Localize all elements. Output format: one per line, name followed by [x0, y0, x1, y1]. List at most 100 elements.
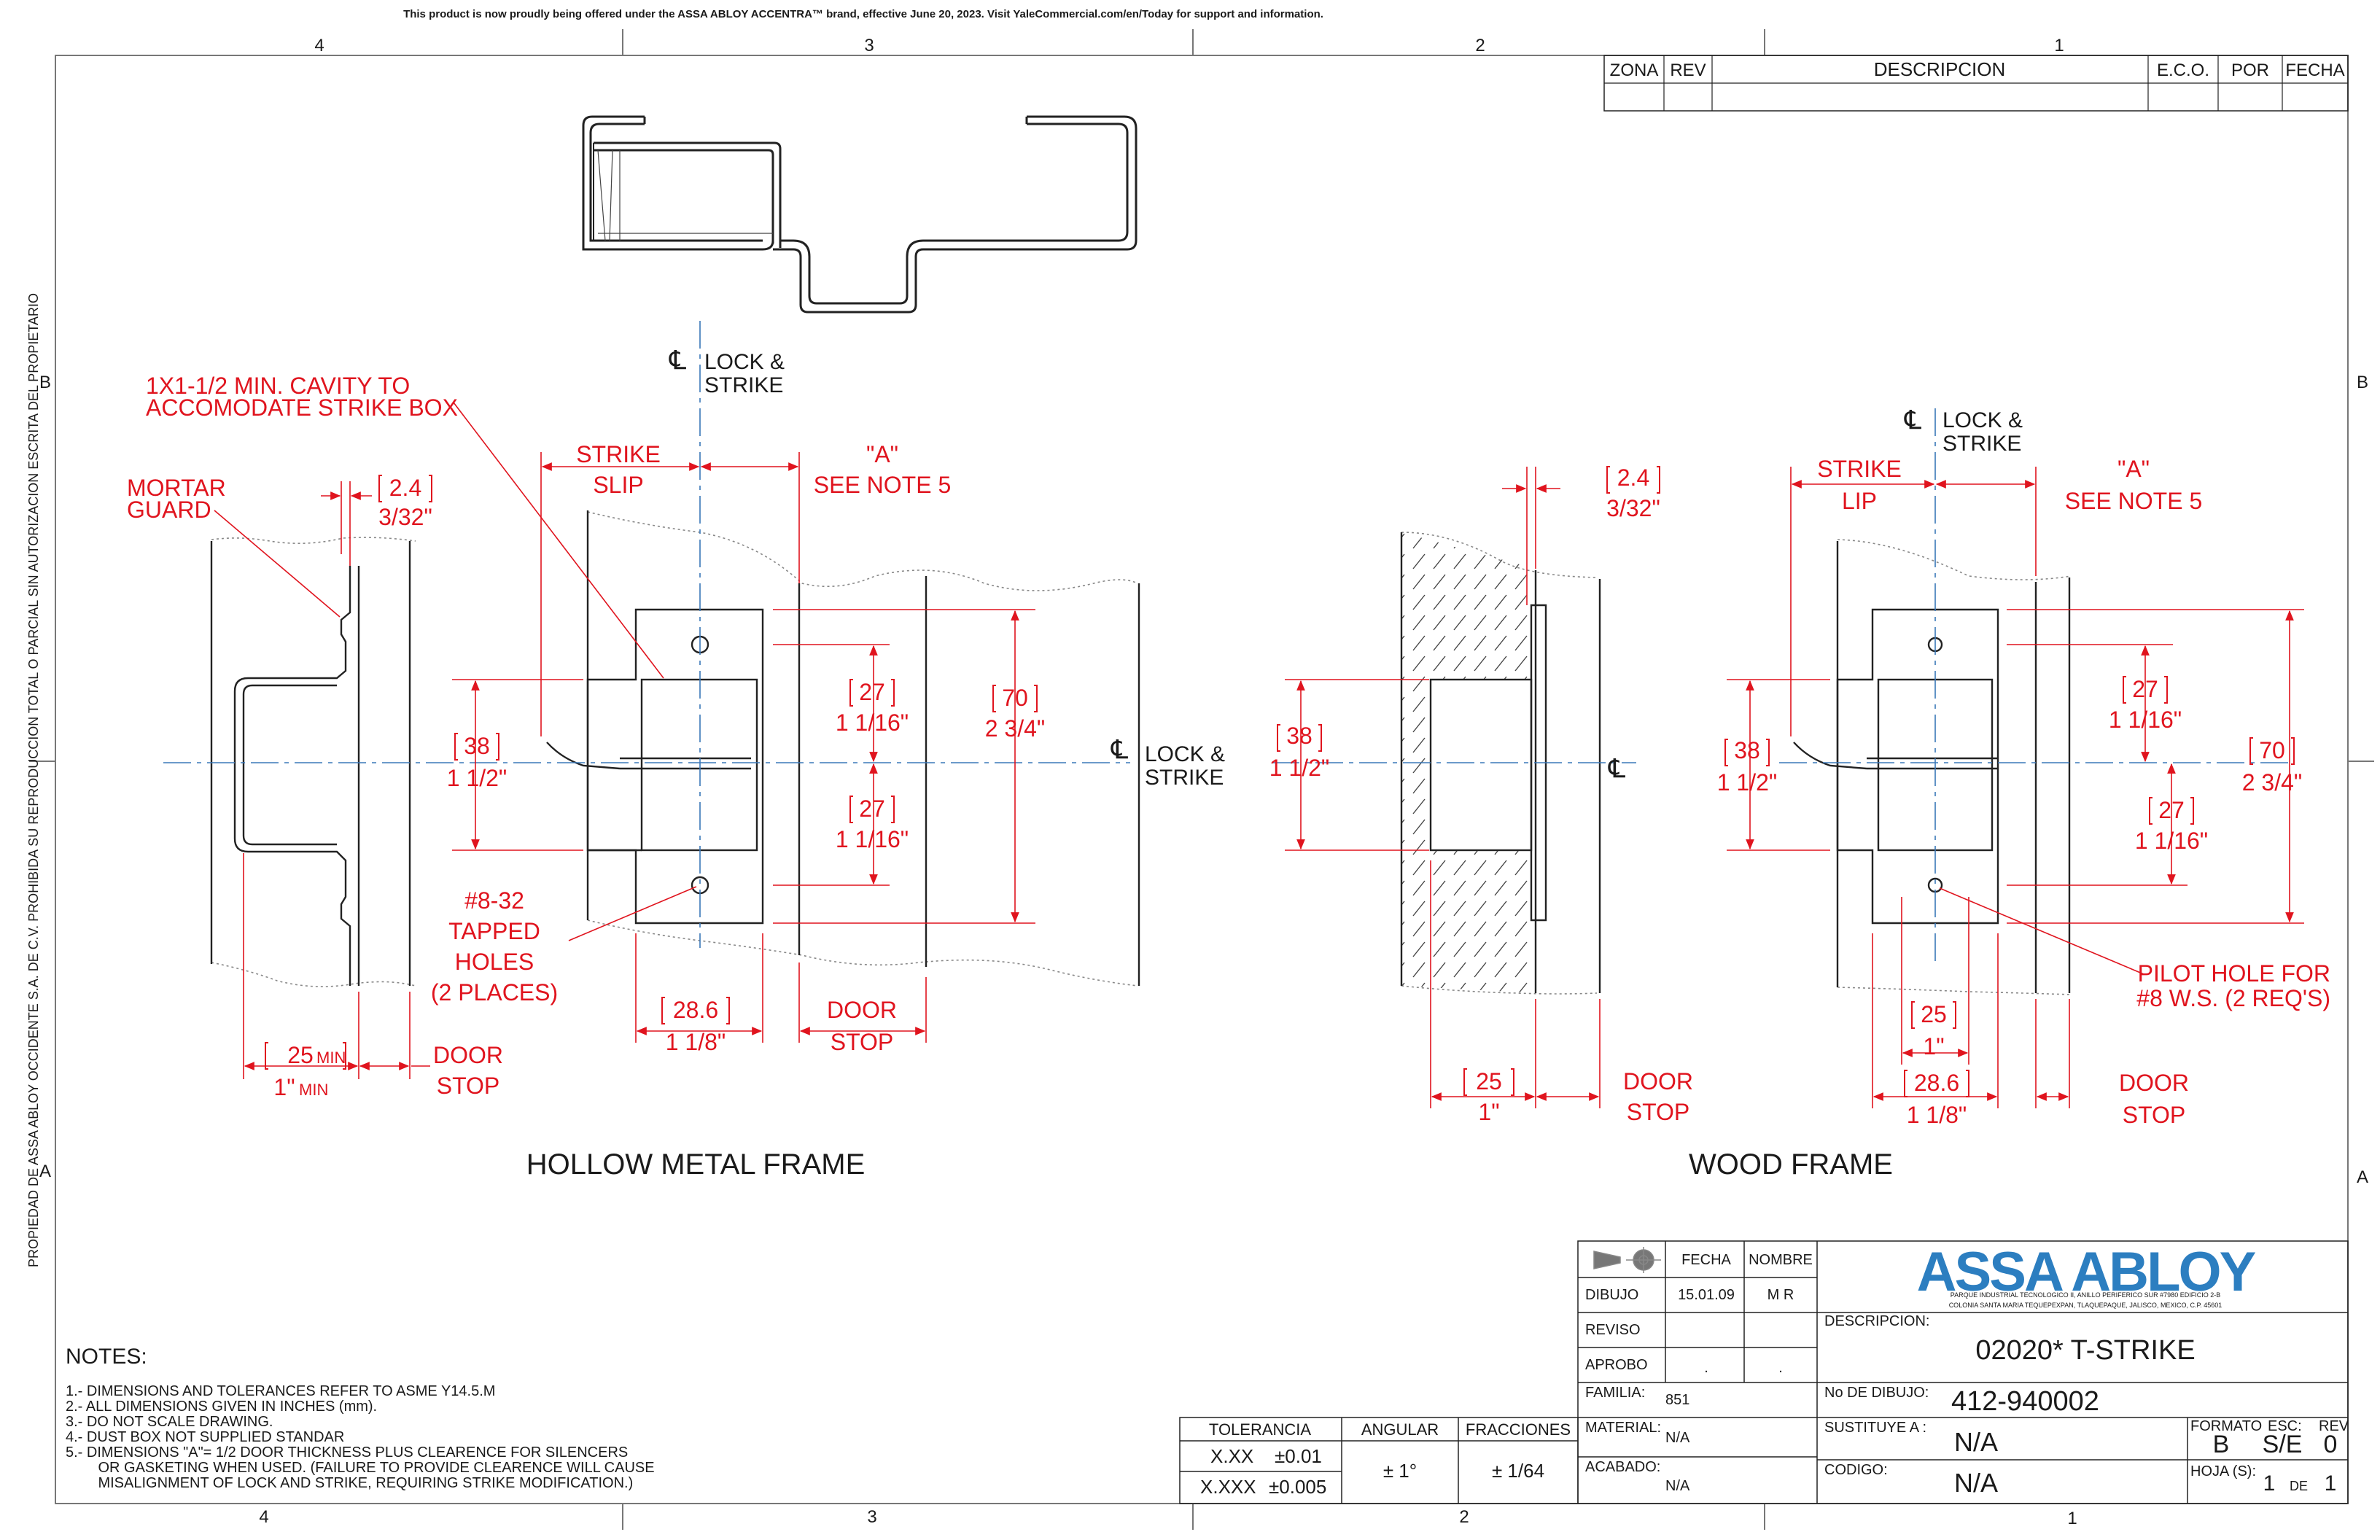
wood-dim-38b-mm: 38 — [1734, 737, 1760, 763]
tb-sustituye-value: N/A — [1954, 1427, 1998, 1457]
hm-dim-38-mm: 38 — [464, 733, 490, 759]
tb-formato-label: FORMATO — [2190, 1418, 2262, 1434]
wood-pilot-hole-1: PILOT HOLE FOR — [2138, 960, 2330, 987]
wood-view-title: WOOD FRAME — [1689, 1148, 1893, 1181]
cl-symbol-right: ℄ — [1111, 734, 1128, 764]
wood-dim-286-mm: 28.6 — [1914, 1070, 1959, 1096]
wood-dim-27b-in: 1 1/16" — [2135, 828, 2208, 854]
tb-acabado-value: N/A — [1665, 1478, 1690, 1494]
wood-dim-38-in: 1 1/2" — [1269, 755, 1330, 781]
wood-right-dimension-lines — [1727, 467, 2304, 1108]
tb-hoja-label: HOJA (S): — [2190, 1463, 2256, 1479]
wood-door-stop2-2: STOP — [2123, 1102, 2186, 1128]
tb-header-fecha: FECHA — [1681, 1252, 1731, 1268]
wood-cl-top-label-1: LOCK & — [1942, 408, 2023, 432]
wood-cl-top-label-2: STRIKE — [1942, 432, 2021, 456]
grid-row-a-left: A — [39, 1162, 51, 1181]
hm-door-stop-2: STOP — [831, 1029, 894, 1055]
wood-dim-70-in: 2 3/4" — [2242, 769, 2303, 796]
hm-dim-27b-in: 1 1/16" — [836, 826, 909, 852]
hm-strike-slip-1: STRIKE — [576, 441, 661, 467]
hm-dim-70-in: 2 3/4" — [985, 715, 1046, 742]
tb-aprobo-fecha: . — [1704, 1360, 1708, 1376]
revision-table — [1603, 55, 2349, 112]
tb-de-value: 1 — [2325, 1471, 2337, 1496]
hm-dim-25-mm: 25 — [287, 1042, 314, 1068]
tb-codigo-label: CODIGO: — [1824, 1462, 1888, 1478]
tb-rev-label: REV — [2319, 1418, 2349, 1434]
rev-header-rev: REV — [1670, 61, 1706, 80]
wood-door-stop2-1: DOOR — [2119, 1070, 2189, 1096]
hm-door-stop2-1: DOOR — [433, 1042, 503, 1068]
tb-dibujo-label: DIBUJO — [1585, 1287, 1638, 1303]
tol-header-angular: ANGULAR — [1361, 1420, 1439, 1439]
tol-angular-value: ± 1° — [1383, 1460, 1417, 1482]
wood-frame-strike-view: ℄ — [1779, 405, 2290, 995]
tb-esc-label: ESC: — [2268, 1418, 2302, 1434]
hm-mortar-guard-1: MORTAR — [127, 475, 226, 501]
wood-dim-25-mm: 25 — [1476, 1068, 1502, 1094]
hm-view-title: HOLLOW METAL FRAME — [526, 1148, 866, 1181]
hm-dim-70-mm: 70 — [1002, 685, 1028, 711]
wood-dim-25-in: 1" — [1478, 1099, 1499, 1125]
wood-cl-top-symbol: ℄ — [1904, 405, 1921, 435]
strike-profile-view — [582, 115, 1138, 314]
tb-reviso-label: REVISO — [1585, 1322, 1641, 1338]
wood-dim-25b-in: 1" — [1923, 1033, 1944, 1059]
tb-acabado-label: ACABADO: — [1585, 1459, 1660, 1475]
tb-address-line-1: PARQUE INDUSTRIAL TECNOLOGICO II, ANILLO… — [1951, 1291, 2220, 1299]
tb-esc-value: S/E — [2263, 1431, 2303, 1458]
tb-descripcion-label: DESCRIPCION: — [1824, 1313, 1929, 1329]
grid-col-1-top: 1 — [2054, 36, 2064, 55]
grid-col-1-bottom: 1 — [2067, 1509, 2077, 1528]
tb-material-value: N/A — [1665, 1430, 1690, 1446]
hm-door-stop2-2: STOP — [437, 1073, 500, 1099]
wood-bracket-marks — [1277, 466, 2295, 1097]
note-line-3: 3.- DO NOT SCALE DRAWING. — [66, 1414, 273, 1430]
wood-left-dimension-lines — [1285, 467, 1601, 1108]
hm-strike-slip-2: SLIP — [593, 472, 643, 498]
hm-see-note: SEE NOTE 5 — [814, 472, 952, 498]
note-line-1: 1.- DIMENSIONS AND TOLERANCES REFER TO A… — [66, 1383, 495, 1399]
note-line-6: OR GASKETING WHEN USED. (FAILURE TO PROV… — [66, 1460, 655, 1476]
wood-dim-70-mm: 70 — [2259, 737, 2285, 763]
hm-tapped-holes-2: TAPPED — [448, 918, 540, 944]
hm-cl-right-label-2: STRIKE — [1145, 766, 1224, 790]
wood-dim-24-mm: 2.4 — [1617, 464, 1649, 491]
wood-dim-27a-mm: 27 — [2132, 676, 2158, 702]
cl-symbol-top: ℄ — [669, 345, 686, 375]
tb-aprobo-nombre: . — [1778, 1360, 1783, 1376]
wood-door-stop-1: DOOR — [1623, 1068, 1693, 1094]
ownership-side-text: PROPIEDAD DE ASSA ABLOY OCCIDENTE S.A. D… — [26, 293, 41, 1267]
tb-dibujo-nombre: M R — [1768, 1287, 1794, 1303]
grid-col-4-bottom: 4 — [259, 1507, 268, 1527]
grid-col-4-top: 4 — [314, 36, 324, 55]
tol-xxx-label: X.XXX — [1200, 1476, 1256, 1498]
brand-banner: This product is now proudly being offere… — [403, 8, 1323, 20]
hm-dim-38-in: 1 1/2" — [447, 765, 508, 791]
notes-heading: NOTES: — [66, 1345, 147, 1369]
rev-header-por: POR — [2231, 61, 2269, 80]
projection-symbol-icon — [1593, 1247, 1661, 1273]
tol-xxx-value: ±0.005 — [1269, 1476, 1326, 1498]
rev-header-eco: E.C.O. — [2157, 61, 2209, 80]
hm-cavity-note-1: 1X1-1/2 MIN. CAVITY TO — [146, 373, 410, 399]
note-line-4: 4.- DUST BOX NOT SUPPLIED STANDAR — [66, 1429, 344, 1445]
rev-header-fecha: FECHA — [2285, 61, 2344, 80]
hm-cl-top-label-1: LOCK & — [704, 350, 785, 374]
tb-no-dibujo-value: 412-940002 — [1951, 1386, 2099, 1417]
wood-pilot-hole-2: #8 W.S. (2 REQ'S) — [2136, 985, 2330, 1011]
note-line-7: MISALIGNMENT OF LOCK AND STRIKE, REQUIRI… — [66, 1475, 633, 1491]
tb-aprobo-label: APROBO — [1585, 1357, 1648, 1373]
wood-dim-25b-mm: 25 — [1921, 1001, 1947, 1027]
hm-dim-25-in: 1" — [273, 1074, 295, 1100]
tb-sustituye-label: SUSTITUYE A : — [1824, 1420, 1926, 1436]
tol-fracciones-value: ± 1/64 — [1492, 1460, 1544, 1482]
hm-cavity-note-2: ACCOMODATE STRIKE BOX — [146, 394, 458, 421]
wood-dim-38-mm: 38 — [1286, 723, 1312, 749]
rev-header-descripcion: DESCRIPCION — [1874, 58, 2006, 80]
tb-familia-label: FAMILIA: — [1585, 1385, 1645, 1401]
tb-de-label: DE — [2290, 1479, 2308, 1493]
hm-tapped-holes-3: HOLES — [455, 949, 534, 975]
